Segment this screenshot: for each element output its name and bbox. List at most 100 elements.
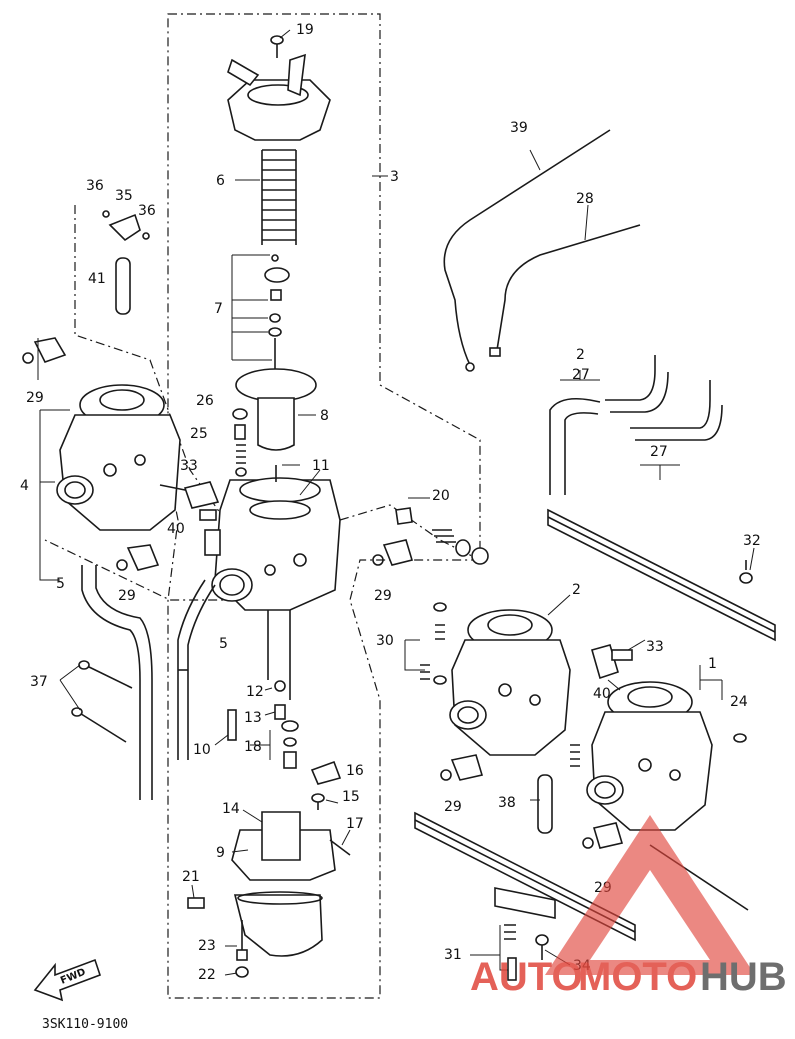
part-29-bracket-mid-left (116, 544, 160, 571)
part-rail-upper (547, 508, 776, 642)
callout-8: 8 (320, 408, 329, 424)
callout-13: 13 (244, 710, 262, 726)
part-9-float-bowl (231, 811, 351, 957)
watermark-text-hub: HUB (700, 955, 787, 999)
callout-24: 24 (730, 694, 748, 710)
callout-29-mid-left: 29 (118, 588, 136, 604)
callout-27-right: 27 (650, 444, 668, 460)
callout-19: 19 (296, 22, 314, 38)
part-5-hose-middle (177, 579, 216, 760)
callout-1: 1 (708, 656, 717, 672)
callout-36-right: 36 (138, 203, 156, 219)
part-10-screw (227, 709, 237, 741)
watermark-text-auto: AUTO (470, 955, 583, 999)
callout-2-top: 2 (576, 347, 585, 363)
part-22-23-drain (235, 920, 249, 978)
part-20-pilot-screw-set (395, 507, 489, 565)
automotohub-watermark: AUTO MOTO HUB (470, 815, 787, 999)
callout-3: 3 (390, 169, 399, 185)
callout-39: 39 (510, 120, 528, 136)
part-25-spring (235, 444, 247, 477)
part-41-hose (115, 257, 131, 315)
part-30-springs (420, 602, 447, 685)
group-3-boundary (167, 13, 481, 999)
callout-5-mid: 5 (219, 636, 228, 652)
callout-29-lower-mid: 29 (444, 799, 462, 815)
part-29-bracket-mid (372, 539, 414, 566)
callout-33-right: 33 (646, 639, 664, 655)
callout-40-right: 40 (593, 686, 611, 702)
callout-9: 9 (216, 845, 225, 861)
part-19-screw (270, 35, 284, 58)
part-8-diaphragm-piston (235, 368, 317, 451)
callout-21: 21 (182, 869, 200, 885)
part-16-plate (310, 760, 342, 785)
part-31-34-fasteners (504, 924, 549, 981)
callout-16: 16 (346, 763, 364, 779)
part-24-screw (733, 733, 747, 743)
part-7-needle-kit (264, 254, 290, 370)
callout-12: 12 (246, 684, 264, 700)
callout-27-top: 27 (572, 367, 590, 383)
part-26-cap (232, 408, 248, 440)
callout-4: 4 (20, 478, 29, 494)
callout-40-left: 40 (167, 521, 185, 537)
callout-18: 18 (244, 739, 262, 755)
callout-20: 20 (432, 488, 450, 504)
callout-14: 14 (222, 801, 240, 817)
callout-28: 28 (576, 191, 594, 207)
callout-2: 2 (572, 582, 581, 598)
watermark-triangle-icon (545, 815, 755, 975)
callout-22: 22 (198, 967, 216, 983)
part-33-joint-left (183, 481, 220, 521)
callout-26: 26 (196, 393, 214, 409)
part-39-cable (443, 129, 611, 372)
part-37-screws (71, 660, 133, 743)
part-1-carburetor (570, 681, 713, 831)
callout-41: 41 (88, 271, 106, 287)
callout-29-top-left: 29 (26, 390, 44, 406)
part-29-bracket-lower-mid (440, 754, 484, 781)
callout-23: 23 (198, 938, 216, 954)
watermark-text-moto: MOTO (578, 955, 697, 999)
callout-31: 31 (444, 947, 462, 963)
callout-6: 6 (216, 173, 225, 189)
callout-32: 32 (743, 533, 761, 549)
callout-35: 35 (115, 188, 133, 204)
part-5-hose-left (81, 565, 153, 800)
callout-17: 17 (346, 816, 364, 832)
part-21-screw (187, 897, 205, 909)
part-15-screw (311, 793, 325, 810)
part-32-bolt (739, 560, 753, 584)
part-27-hoses (549, 355, 723, 495)
callout-10: 10 (193, 742, 211, 758)
part-12-13-18-jets (267, 610, 299, 769)
part-11-carb-body (204, 465, 341, 611)
callout-29-mid: 29 (374, 588, 392, 604)
callout-36-left: 36 (86, 178, 104, 194)
callout-33-left: 33 (180, 458, 198, 474)
callout-7: 7 (214, 301, 223, 317)
part-33-joint-right (591, 644, 633, 680)
part-29-bracket-top-left (22, 337, 67, 364)
callout-numbers: 19 6 3 36 35 36 41 7 39 28 29 2 27 26 8 … (20, 22, 761, 983)
part-29-bracket-lower-right (582, 822, 624, 849)
callout-15: 15 (342, 789, 360, 805)
part-28-cable (489, 224, 641, 357)
callout-25: 25 (190, 426, 208, 442)
fwd-arrow-icon: FWD (33, 958, 102, 1002)
callout-38: 38 (498, 795, 516, 811)
part-2-carburetor (449, 609, 571, 756)
callout-11: 11 (312, 458, 330, 474)
part-35-tee-fitting (102, 210, 150, 242)
part-38-hose (537, 774, 553, 834)
part-6-spring (261, 149, 297, 245)
callout-5-left: 5 (56, 576, 65, 592)
part-4-left-carburetor (56, 384, 211, 531)
leader-lines (37, 29, 755, 976)
callout-37: 37 (30, 674, 48, 690)
diagram-code: 3SK110-9100 (42, 1017, 128, 1032)
part-top-cover (227, 53, 331, 141)
callout-30: 30 (376, 633, 394, 649)
